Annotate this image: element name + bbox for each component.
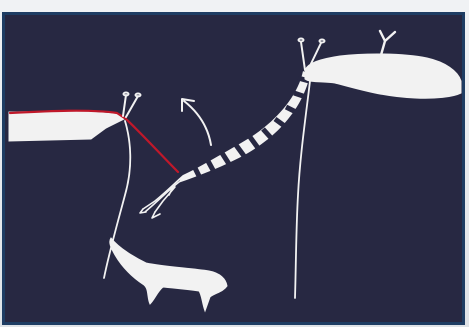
drawing-canvas xyxy=(2,12,465,325)
right-blob-twig xyxy=(380,31,395,55)
band-claw-end xyxy=(140,176,183,218)
curved-arrow xyxy=(182,99,211,145)
striped-band xyxy=(178,71,310,183)
left-ledge xyxy=(9,111,124,141)
lower-blob xyxy=(110,238,227,311)
sketch-svg xyxy=(5,15,462,322)
right-top-blob xyxy=(305,54,461,98)
left-pins xyxy=(123,93,141,118)
